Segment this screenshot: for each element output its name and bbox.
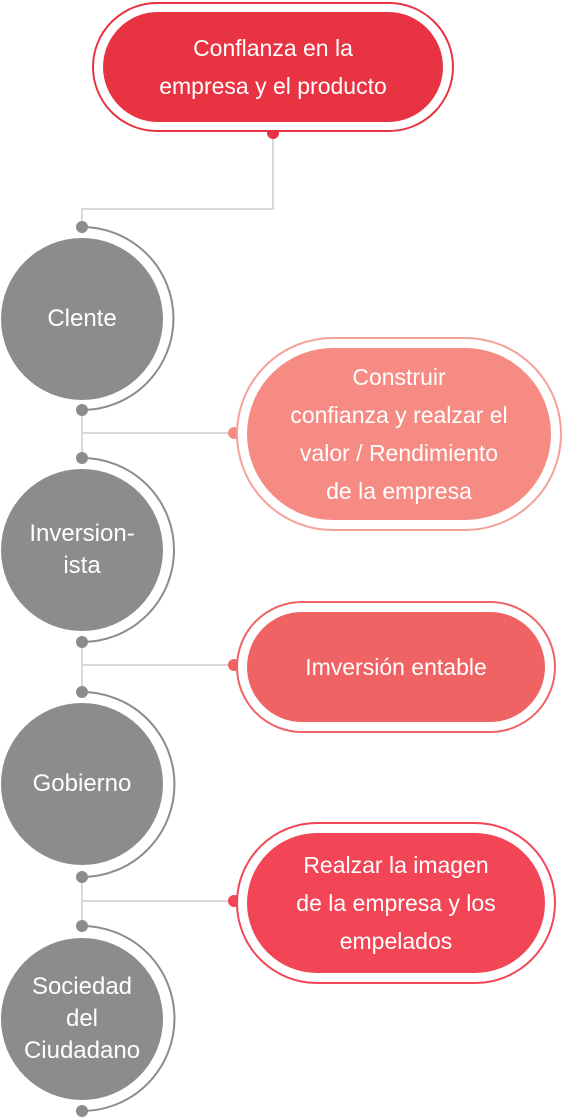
benefit-construir-confianza: Construir confianza y realzar el valor /… xyxy=(247,348,551,520)
benefit-inversion-rentable: Imversión entable xyxy=(247,612,545,722)
benefit-line: confianza y realzar el xyxy=(290,402,508,428)
stakeholder-gobierno: Gobierno xyxy=(1,703,163,865)
top-node-line-2: empresa y el producto xyxy=(159,73,387,99)
stakeholder-inversionista: Inversion- ista xyxy=(1,469,163,631)
benefit-line: de la empresa xyxy=(326,478,472,504)
benefit-realzar-imagen: Realzar la imagen de la empresa y los em… xyxy=(247,833,545,973)
top-node-line-1: Conflanza en la xyxy=(193,35,353,61)
benefit-line: Construir xyxy=(352,364,446,390)
stakeholder-label: Clente xyxy=(47,305,117,332)
stakeholder-label: del xyxy=(65,1005,98,1032)
top-node: Conflanza en la empresa y el producto xyxy=(103,12,443,122)
stakeholder-label: Ciudadano xyxy=(23,1037,141,1064)
benefit-line: empelados xyxy=(339,928,453,954)
stakeholder-label: Sociedad xyxy=(31,973,133,1000)
benefit-line: de la empresa y los xyxy=(296,890,496,916)
benefit-line: valor / Rendimiento xyxy=(299,440,499,466)
stakeholder-label: Inversion- xyxy=(29,520,135,547)
stakeholder-label: Gobierno xyxy=(32,770,132,797)
benefit-line: Realzar la imagen xyxy=(303,852,489,878)
stakeholder-sociedad: Sociedad del Ciudadano xyxy=(1,938,163,1100)
stakeholder-label: ista xyxy=(63,552,101,579)
stakeholder-cliente: Clente xyxy=(1,238,163,400)
benefit-line: Imversión entable xyxy=(305,654,487,680)
